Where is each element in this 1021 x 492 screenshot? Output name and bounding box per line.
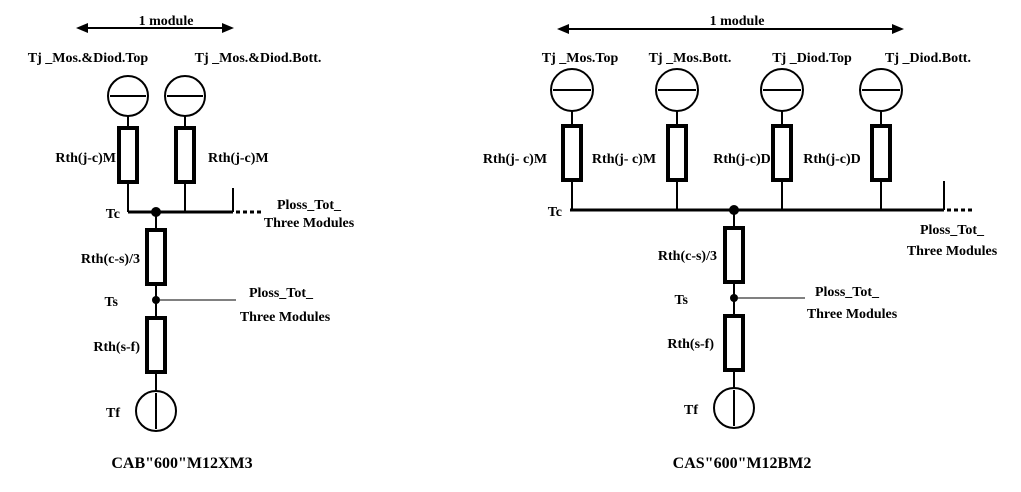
right-current-source-1 (550, 68, 594, 112)
left-ploss-tc-line1: Ploss_Tot_ (277, 198, 342, 213)
left-rth-cs-label: Rth(c-s)/3 (81, 252, 140, 267)
right-tj-1-label: Tj _Mos.Top (542, 51, 619, 66)
left-module-span-arrow (76, 23, 234, 33)
left-tf-label: Tf (106, 406, 120, 421)
right-current-source-4 (859, 68, 903, 112)
right-rth-jc-4-label: Rth(j-c)D (803, 152, 861, 167)
left-rth-jc-1-label: Rth(j-c)M (55, 151, 116, 166)
right-tj-4-label: Tj _Diod.Bott. (885, 51, 971, 66)
right-module-span-arrow (557, 24, 904, 34)
right-rth-sf-label: Rth(s-f) (667, 337, 714, 352)
left-rth-sf-label: Rth(s-f) (93, 340, 140, 355)
right-rth-cs-label: Rth(c-s)/3 (658, 249, 717, 264)
right-ploss-ts-line2: Three Modules (807, 307, 898, 322)
left-tj-bott-label: Tj _Mos.&Diod.Bott. (195, 51, 322, 66)
left-ploss-ts-line1: Ploss_Tot_ (249, 286, 314, 301)
right-ts-node (730, 294, 738, 302)
right-rth-jc-resistor-1 (561, 124, 583, 182)
left-tc-bus (128, 188, 262, 214)
right-caption: CAS"600"M12BM2 (673, 455, 812, 472)
right-current-source-3 (760, 68, 804, 112)
left-caption: CAB"600"M12XM3 (111, 455, 252, 472)
right-tc-bus (570, 181, 972, 212)
right-module-label: 1 module (710, 14, 765, 29)
right-rth-jc-2-label: Rth(j- c)M (592, 152, 656, 167)
left-tf-source (135, 390, 177, 432)
left-ploss-tc-line2: Three Modules (264, 216, 355, 231)
left-ts-label: Ts (104, 295, 118, 310)
right-rth-sf-resistor (723, 314, 745, 372)
left-tc-label: Tc (106, 207, 120, 222)
right-tj-3-label: Tj _Diod.Top (772, 51, 852, 66)
right-rth-jc-1-label: Rth(j- c)M (483, 152, 547, 167)
right-tf-label: Tf (684, 403, 698, 418)
left-circuit: 1 module Tj _Mos.&Diod.Top Tj _Mos.&Diod… (28, 14, 355, 472)
right-ts-label: Ts (674, 293, 688, 308)
right-rth-jc-resistor-4 (870, 124, 892, 182)
right-ploss-ts-line1: Ploss_Tot_ (815, 285, 880, 300)
left-ts-node (152, 296, 160, 304)
right-current-source-2 (655, 68, 699, 112)
left-rth-sf-resistor (145, 316, 167, 374)
right-rth-cs-resistor (723, 226, 745, 284)
right-tc-label: Tc (548, 205, 562, 220)
left-module-label: 1 module (139, 14, 194, 29)
right-rth-jc-3-label: Rth(j-c)D (713, 152, 771, 167)
left-rth-jc-resistor-2 (174, 126, 196, 184)
left-current-source-1 (107, 75, 149, 117)
right-circuit: 1 module Tj _Mos.Top Tj _Mos.Bott. Tj _D… (483, 14, 998, 472)
left-rth-jc-2-label: Rth(j-c)M (208, 151, 269, 166)
right-rth-jc-resistor-3 (771, 124, 793, 182)
right-tj-2-label: Tj _Mos.Bott. (649, 51, 732, 66)
right-ploss-tc-line2: Three Modules (907, 244, 998, 259)
right-tf-source (713, 387, 755, 429)
right-ploss-tc-line1: Ploss_Tot_ (920, 223, 985, 238)
left-rth-jc-resistor-1 (117, 126, 139, 184)
right-rth-jc-resistor-2 (666, 124, 688, 182)
left-tj-top-label: Tj _Mos.&Diod.Top (28, 51, 149, 66)
left-rth-cs-resistor (145, 228, 167, 286)
left-ploss-ts-line2: Three Modules (240, 310, 331, 325)
left-current-source-2 (164, 75, 206, 117)
